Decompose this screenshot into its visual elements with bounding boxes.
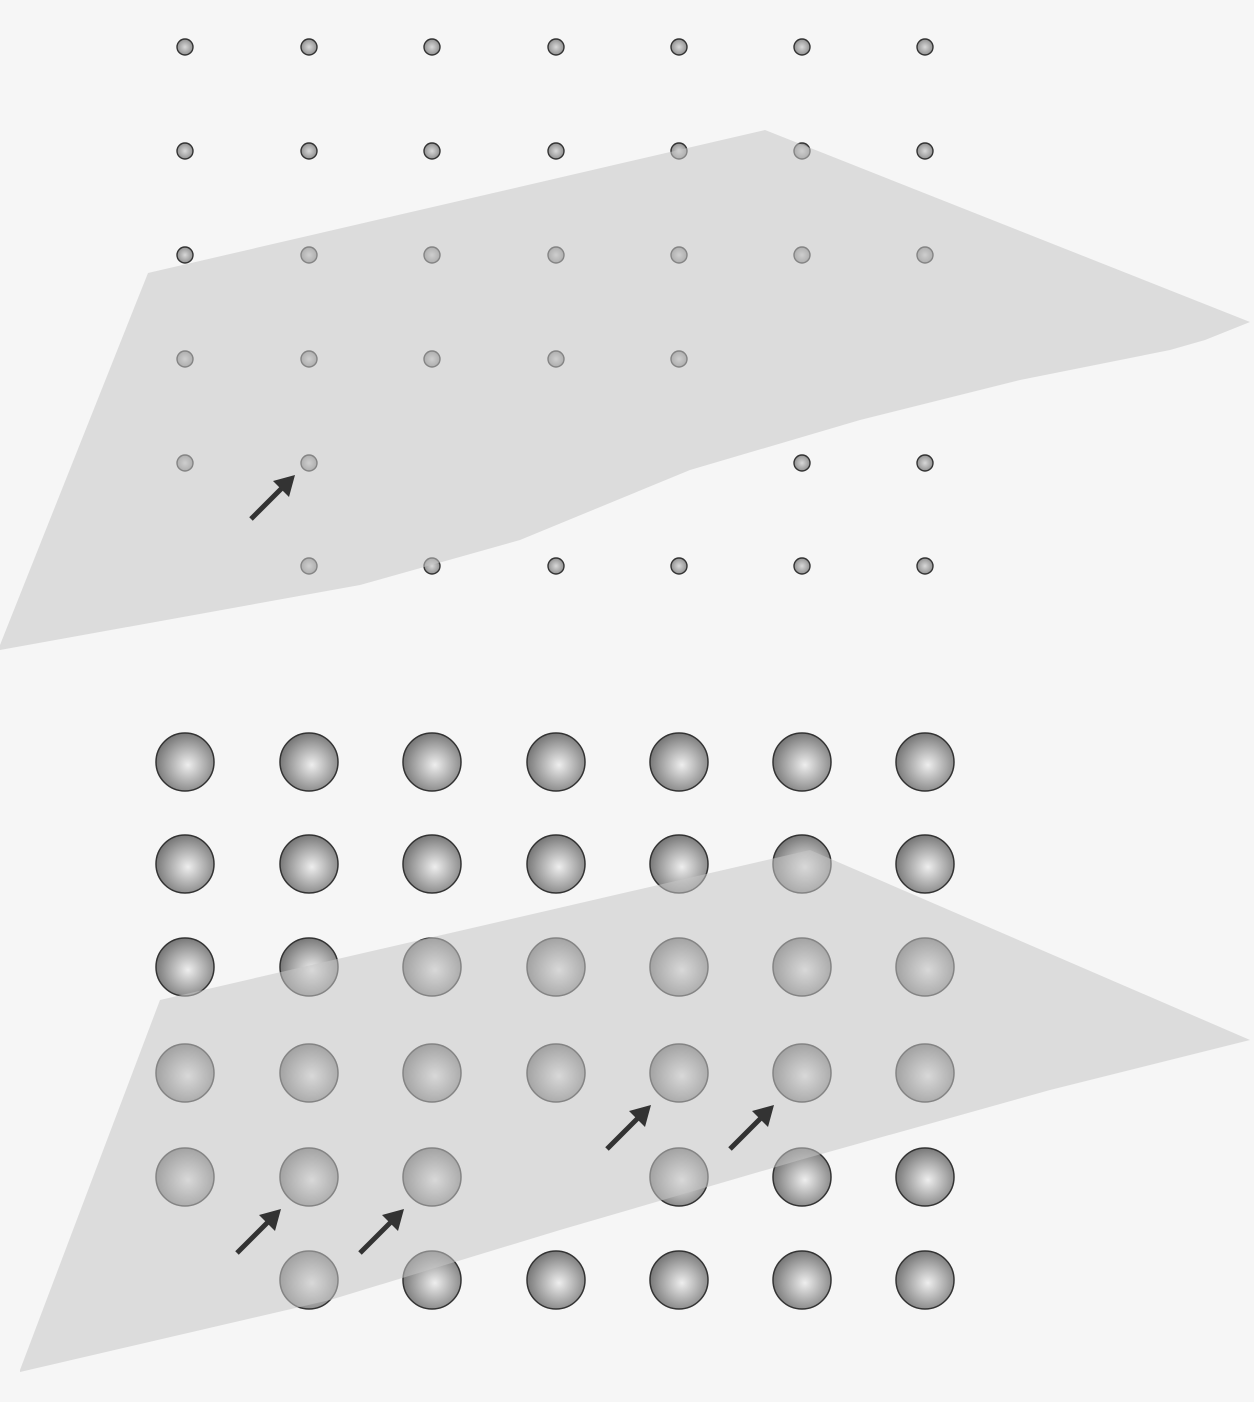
atom bbox=[896, 1148, 954, 1206]
atom bbox=[548, 143, 564, 159]
atom bbox=[548, 39, 564, 55]
atom bbox=[650, 1251, 708, 1309]
atom bbox=[917, 143, 933, 159]
atom bbox=[156, 733, 214, 791]
atom bbox=[917, 455, 933, 471]
atom bbox=[527, 835, 585, 893]
atom bbox=[527, 733, 585, 791]
atom bbox=[896, 1251, 954, 1309]
top-lattice-plane bbox=[0, 130, 1250, 650]
atom bbox=[650, 733, 708, 791]
atom bbox=[177, 39, 193, 55]
atom bbox=[301, 39, 317, 55]
atom bbox=[917, 39, 933, 55]
atom bbox=[548, 558, 564, 574]
atom bbox=[177, 247, 193, 263]
atom bbox=[301, 143, 317, 159]
atom bbox=[156, 835, 214, 893]
atom bbox=[896, 835, 954, 893]
atom bbox=[177, 143, 193, 159]
atom bbox=[794, 558, 810, 574]
atom bbox=[156, 938, 214, 996]
atom bbox=[794, 455, 810, 471]
atom bbox=[403, 835, 461, 893]
atom bbox=[280, 835, 338, 893]
atom bbox=[403, 733, 461, 791]
atom bbox=[671, 39, 687, 55]
atom bbox=[773, 733, 831, 791]
atom bbox=[794, 39, 810, 55]
atom bbox=[917, 558, 933, 574]
atom bbox=[280, 733, 338, 791]
atom bbox=[424, 39, 440, 55]
atom bbox=[671, 558, 687, 574]
atom bbox=[773, 1251, 831, 1309]
atom bbox=[527, 1251, 585, 1309]
atom bbox=[896, 733, 954, 791]
atom bbox=[424, 143, 440, 159]
